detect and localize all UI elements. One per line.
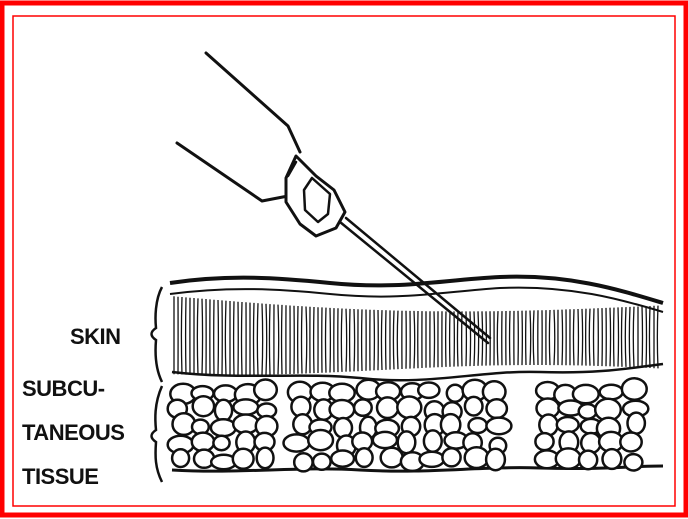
fat-cell <box>356 448 373 467</box>
fat-cell <box>354 399 372 415</box>
fat-cell <box>465 397 483 416</box>
fat-cell <box>257 448 274 469</box>
fat-cell <box>284 434 310 451</box>
fat-cell <box>603 449 622 469</box>
fat-cell <box>622 378 647 399</box>
fat-cell <box>486 418 511 435</box>
fat-cell <box>294 453 312 471</box>
fat-cell <box>579 404 597 419</box>
fat-cell <box>442 448 460 466</box>
fat-cell <box>308 430 333 450</box>
fat-cell <box>535 433 553 450</box>
fat-cell <box>193 396 214 416</box>
syringe-needle-icon <box>177 53 490 343</box>
fat-cell <box>486 449 505 470</box>
fat-cell <box>624 454 642 470</box>
fat-cell <box>418 383 439 398</box>
fat-cell <box>377 397 398 418</box>
subcutaneous-label-line2: TANEOUS <box>22 420 124 445</box>
fat-cell <box>487 399 507 418</box>
fat-cell <box>373 432 397 448</box>
fat-cell <box>600 385 623 400</box>
fat-cell <box>233 449 254 469</box>
skin-label: SKIN <box>70 324 121 349</box>
fat-cell <box>172 449 189 467</box>
fat-cell <box>556 448 581 468</box>
fat-cell <box>211 419 236 436</box>
subcutaneous-label-line3: TISSUE <box>22 464 98 489</box>
fat-cell <box>465 447 489 468</box>
fat-cell <box>420 452 445 467</box>
fat-cell <box>254 380 277 401</box>
fat-cell <box>424 430 442 451</box>
fat-cell <box>215 400 232 421</box>
fat-cell <box>213 436 229 450</box>
fat-cell <box>330 400 355 419</box>
fat-cell <box>397 397 421 419</box>
fat-cell <box>557 417 579 432</box>
fat-cell <box>469 418 487 433</box>
fat-cells <box>168 378 649 471</box>
fat-cell <box>447 385 464 402</box>
fat-cell <box>381 448 403 468</box>
fat-cell <box>579 451 597 470</box>
fat-cell <box>620 433 641 452</box>
fat-cell <box>331 451 354 467</box>
subcutaneous-label-line1: SUBCU- <box>22 376 105 401</box>
fat-cell <box>233 399 258 414</box>
fat-cell <box>628 413 645 434</box>
fat-cell <box>313 454 331 470</box>
